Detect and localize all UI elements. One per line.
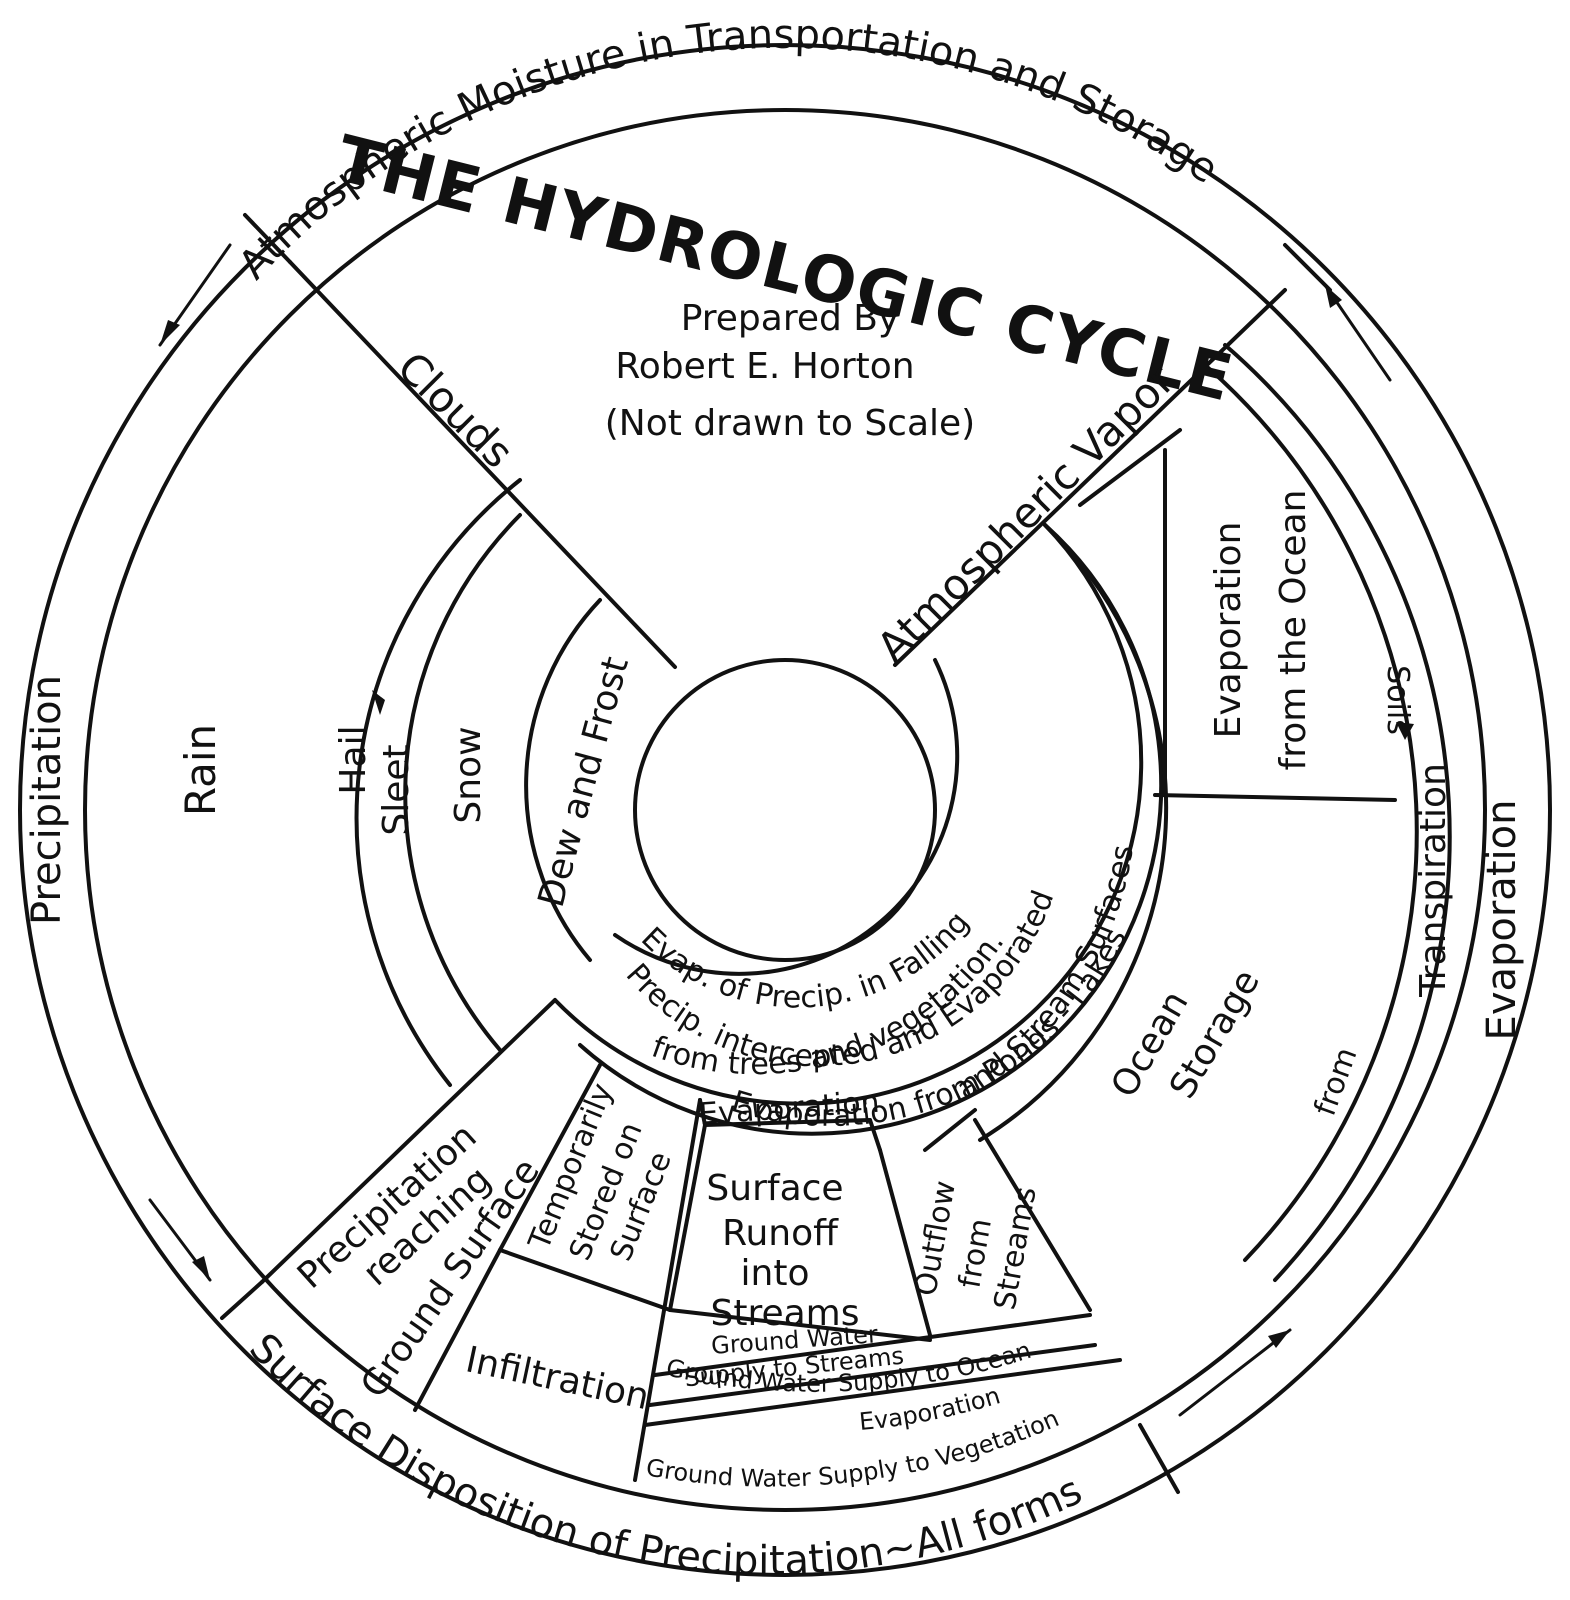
precip-ground-divider [260,998,557,1284]
arrow-head-icon [192,1256,210,1280]
rain-label: Rain [176,724,225,816]
hail-label: Hail [333,725,374,794]
clouds-label: Clouds [388,342,523,477]
evaporation-arcs [923,343,1452,1282]
diagram-rings [18,43,1552,1577]
atmospheric-vapor-divider [893,288,1287,667]
arrow-head-icon [372,690,385,715]
surface-disposition-lines [413,1063,1122,1482]
outer-ring-inner-edge [83,108,1487,1512]
runoff-label-line-1: Surface [706,1168,843,1209]
credit-line-3: (Not drawn to Scale) [605,403,975,444]
flow-arrows [148,243,1414,1417]
transpiration-label: Transpiration [1413,763,1454,998]
infiltration-label: Infiltration [462,1339,653,1418]
from-label: from [1308,1043,1365,1121]
dew-frost-label: Dew and Frost [531,653,637,912]
clouds-divider [288,260,677,669]
credit-line-1: Prepared By [681,298,900,339]
credit-line-2: Robert E. Horton [615,346,914,387]
sleet-label: Sleet [376,744,417,835]
soils-label: Soils [1380,665,1415,735]
outer-ring-right-label: Evaporation [1479,800,1525,1041]
evap-ocean-label-line-2: from the Ocean [1273,490,1314,771]
outflow-label-line-3: Streams [988,1184,1044,1312]
arrow-head-icon [1396,722,1414,740]
outer-ring-dividers [220,213,1332,1494]
runoff-label-line-3: into [741,1253,810,1294]
sector-dividers [260,260,1287,1284]
arrow-head-icon [160,320,180,345]
outer-ring-left-label: Precipitation [24,675,70,925]
arrow-head-icon [1325,285,1342,308]
runoff-label-line-2: Runoff [722,1213,839,1254]
arrow-head-icon [1268,1330,1290,1348]
snow-label: Snow [448,726,489,823]
outer-ring [18,43,1552,1577]
center-circle [633,658,937,962]
evap-ocean-label-line-1: Evaporation [1208,522,1249,739]
runoff-label-line-4: Streams [710,1293,859,1334]
